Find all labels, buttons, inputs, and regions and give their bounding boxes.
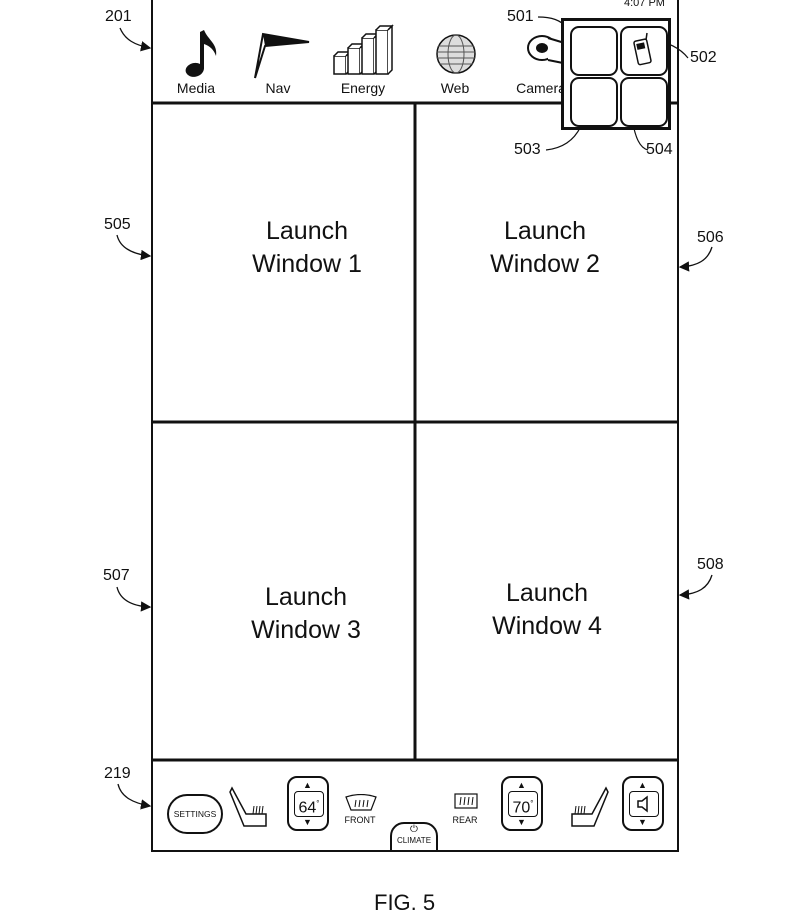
app-label-nav: Nav (243, 80, 313, 96)
front-defrost-label: FRONT (340, 815, 380, 825)
ref-504: 504 (646, 141, 673, 159)
launch-window-3[interactable]: LaunchWindow 3 (154, 424, 414, 759)
ref-502: 502 (690, 49, 717, 67)
launch-window-4[interactable]: LaunchWindow 4 (417, 424, 677, 759)
power-icon: ⏻ (392, 824, 436, 836)
ref-505: 505 (104, 216, 131, 234)
leader-201 (120, 28, 150, 48)
leader-508 (680, 575, 712, 595)
front-defrost-icon[interactable] (343, 794, 379, 814)
rear-defrost-label: REAR (447, 815, 483, 825)
ref-503: 503 (514, 141, 541, 159)
app-label-web: Web (420, 80, 490, 96)
ref-507: 507 (103, 567, 130, 585)
app-energy[interactable]: Energy (326, 22, 402, 100)
ref-501: 501 (507, 8, 534, 26)
app-label-energy: Energy (328, 80, 398, 96)
launch-window-4-title: LaunchWindow 4 (417, 577, 677, 643)
launch-window-2[interactable]: LaunchWindow 2 (417, 105, 677, 421)
volume-down-icon[interactable]: ▼ (638, 817, 647, 827)
leader-219 (118, 784, 150, 806)
app-label-media: Media (161, 80, 231, 96)
left-temp-up-icon[interactable]: ▲ (303, 780, 312, 790)
ref-219: 219 (104, 765, 131, 783)
volume-display (629, 791, 659, 817)
status-time: 4:07 PM (624, 0, 665, 9)
launch-window-3-title: LaunchWindow 3 (154, 581, 458, 647)
leader-505 (117, 235, 150, 256)
rear-defrost-icon[interactable] (452, 792, 482, 812)
right-temp-display: 70° (508, 791, 538, 817)
globe-icon (420, 22, 492, 82)
left-temp-value: 64 (299, 799, 317, 816)
volume-control[interactable]: ▲ ▼ (622, 776, 664, 831)
right-temp-degree: ° (530, 799, 533, 808)
right-seat-heater-icon[interactable] (562, 784, 612, 834)
music-note-icon (160, 22, 232, 82)
app-web[interactable]: Web (420, 22, 492, 100)
left-temp-down-icon[interactable]: ▼ (303, 817, 312, 827)
settings-button[interactable]: SETTINGS (167, 794, 223, 834)
app-nav[interactable]: Nav (243, 22, 315, 100)
right-temp-control[interactable]: ▲ 70° ▼ (501, 776, 543, 831)
leader-506 (680, 247, 712, 267)
energy-bars-icon (326, 22, 402, 82)
right-temp-value: 70 (513, 799, 531, 816)
navigation-arrow-icon (243, 22, 315, 82)
left-temp-degree: ° (316, 799, 319, 808)
right-temp-up-icon[interactable]: ▲ (517, 780, 526, 790)
volume-up-icon[interactable]: ▲ (638, 780, 647, 790)
launch-window-1[interactable]: LaunchWindow 1 (154, 105, 414, 421)
ref-506: 506 (697, 229, 724, 247)
left-temp-display: 64° (294, 791, 324, 817)
launch-window-2-title: LaunchWindow 2 (417, 215, 673, 281)
ref-201: 201 (105, 8, 132, 26)
left-temp-control[interactable]: ▲ 64° ▼ (287, 776, 329, 831)
quick-tile-501[interactable] (570, 26, 618, 76)
launch-window-1-title: LaunchWindow 1 (154, 215, 460, 281)
quick-tile-502[interactable] (620, 26, 668, 76)
settings-label: SETTINGS (169, 796, 221, 832)
climate-label: CLIMATE (392, 836, 436, 845)
left-seat-heater-icon[interactable] (226, 784, 276, 834)
right-temp-down-icon[interactable]: ▼ (517, 817, 526, 827)
climate-button[interactable]: ⏻ CLIMATE (390, 822, 438, 852)
figure-caption: FIG. 5 (374, 890, 435, 916)
mobile-phone-icon (622, 28, 666, 74)
speaker-icon (630, 792, 658, 816)
ref-508: 508 (697, 556, 724, 574)
app-media[interactable]: Media (160, 22, 232, 100)
leader-507 (117, 587, 150, 607)
